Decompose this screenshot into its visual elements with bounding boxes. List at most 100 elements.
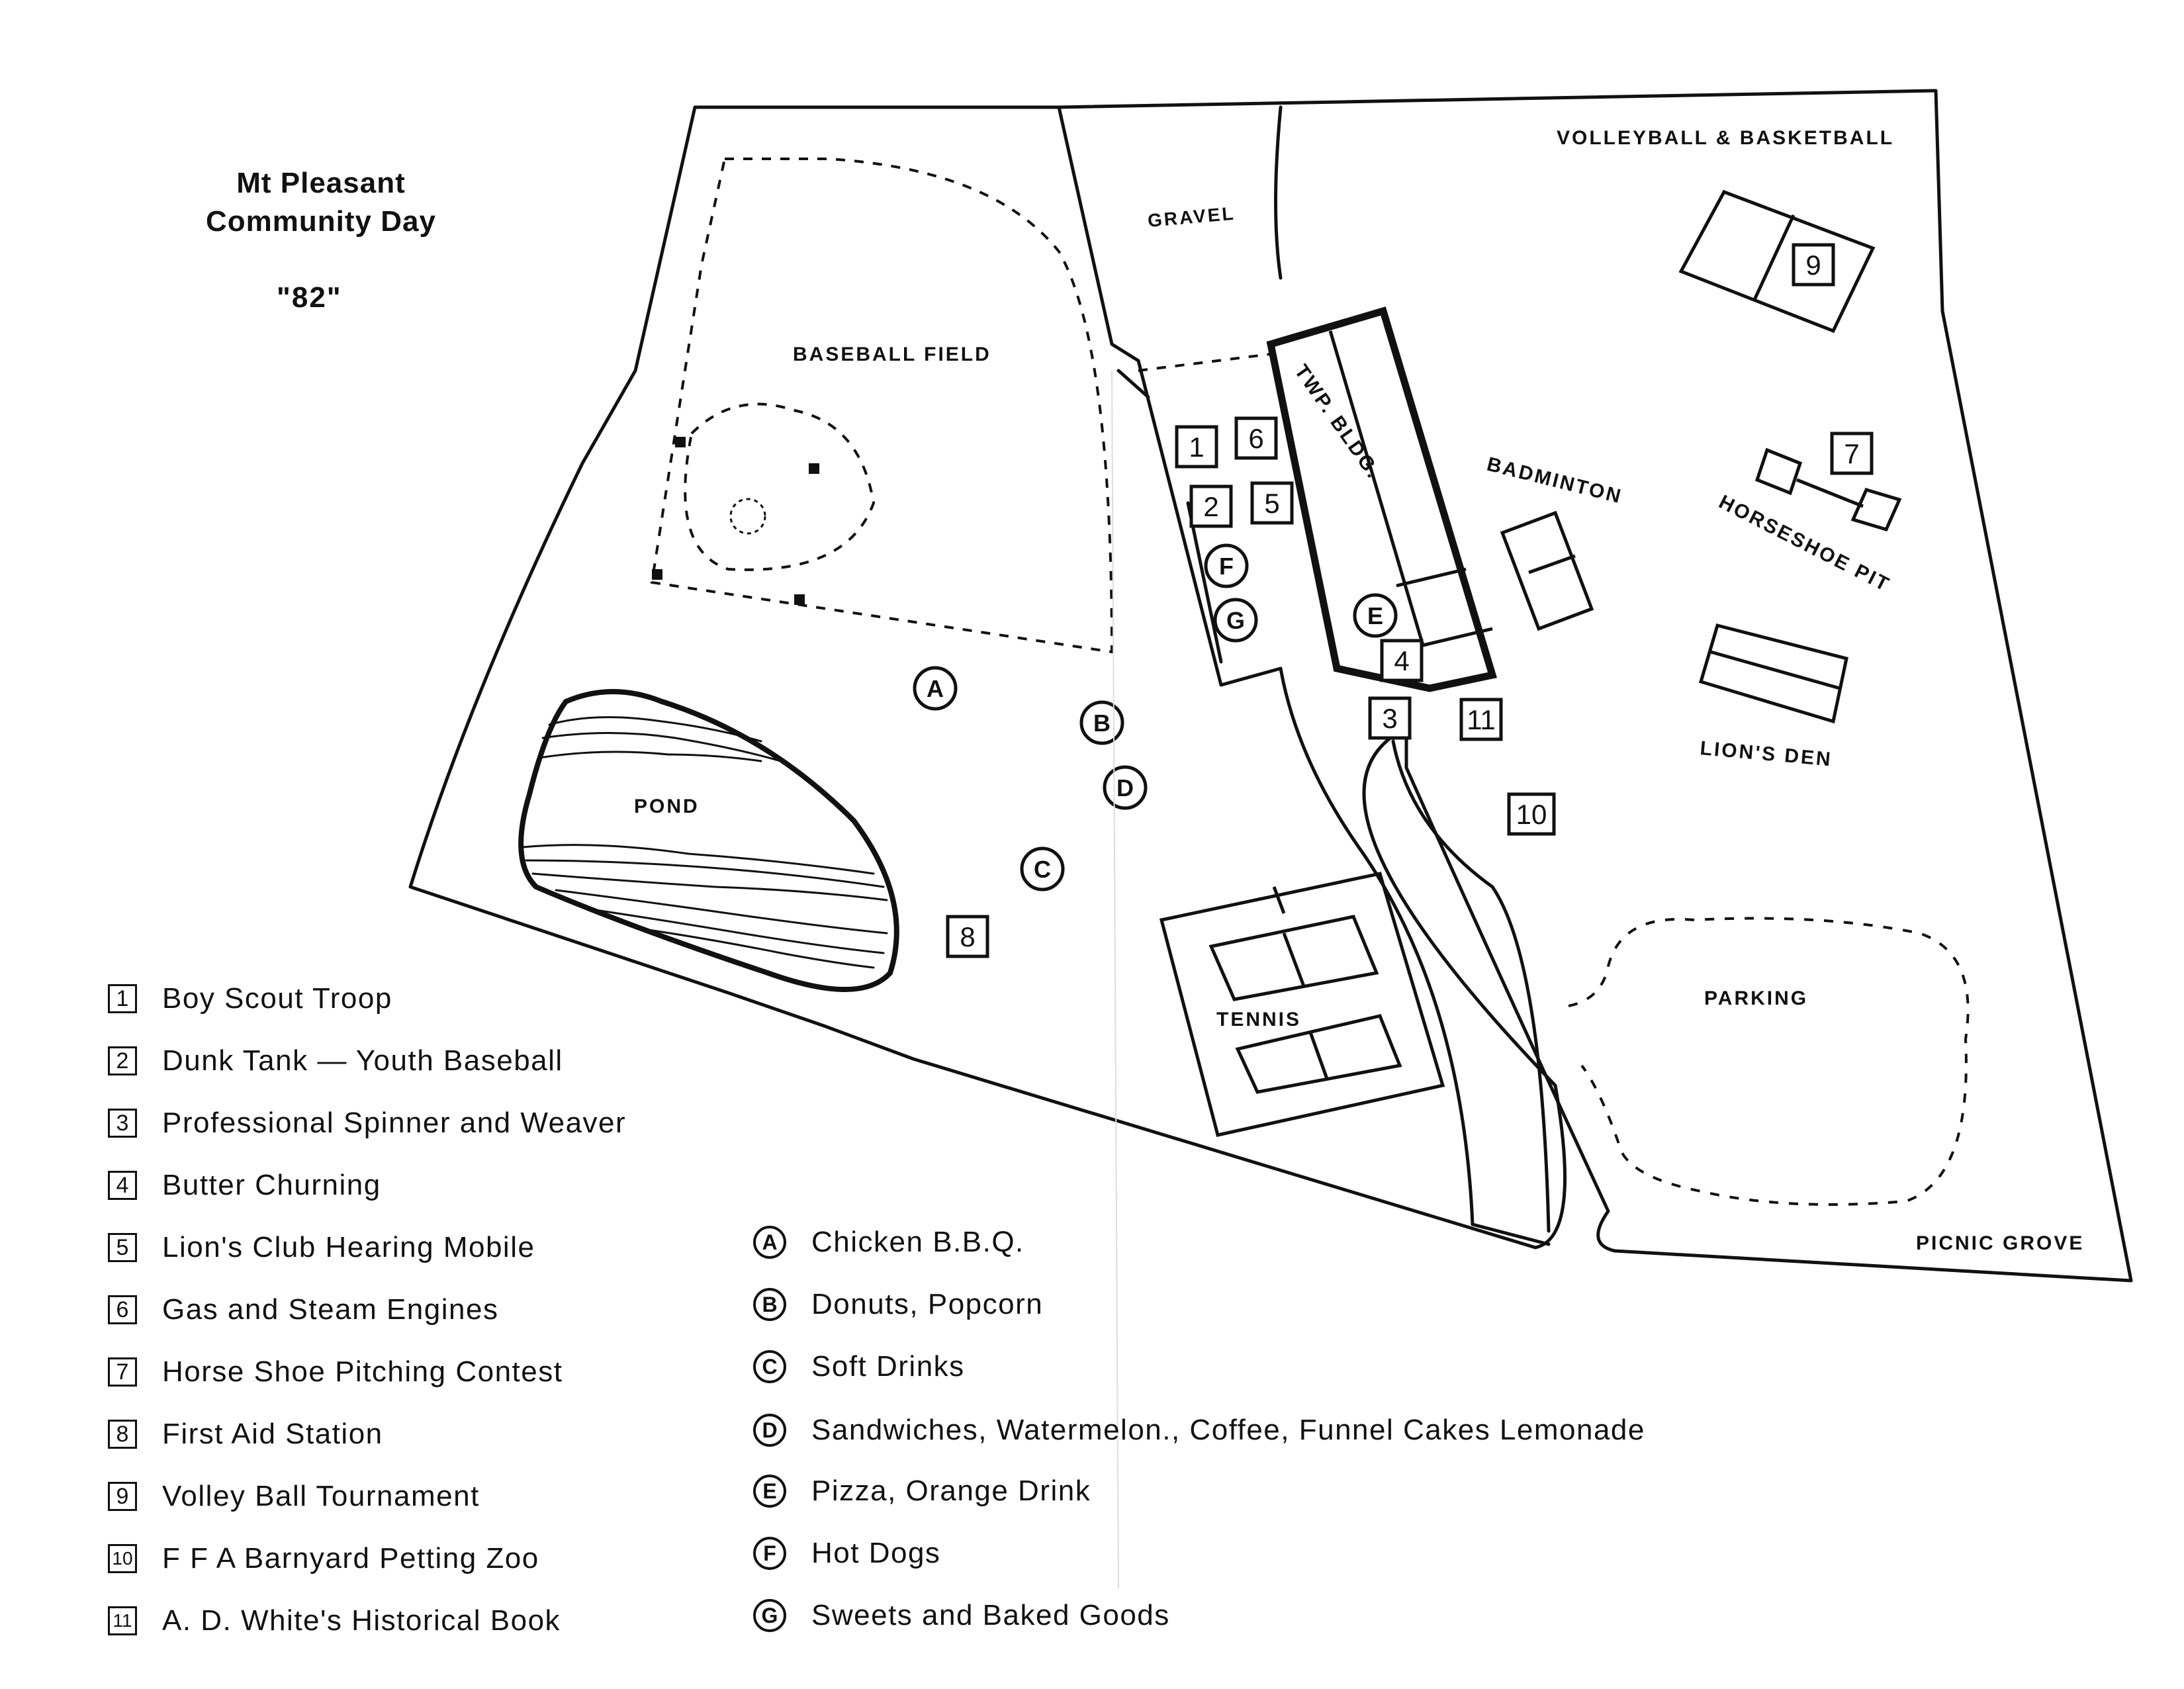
legend-label: Pizza, Orange Drink — [811, 1475, 1091, 1507]
title-line-1: Mt Pleasant — [236, 167, 406, 199]
map-booth-11: 11 — [1467, 704, 1496, 735]
legend-label: Lion's Club Hearing Mobile — [162, 1231, 535, 1263]
map-booth-5: 5 — [1264, 488, 1279, 519]
horseshoe-pit-left — [1754, 447, 1803, 496]
booth-number-box: 6 — [108, 1295, 137, 1324]
map-food-c: C — [1034, 856, 1051, 883]
legend-label: Gas and Steam Engines — [162, 1293, 499, 1326]
map-booth-8: 8 — [960, 921, 975, 952]
pond-outline — [518, 689, 899, 992]
label-pond: POND — [634, 796, 700, 817]
road-left-edge — [1279, 666, 1551, 1246]
booth-number-box: 2 — [108, 1046, 137, 1075]
map-title: Mt Pleasant Community Day — [179, 164, 463, 241]
base-third — [652, 569, 662, 580]
legend-item: C Soft Drinks — [753, 1350, 965, 1383]
infield-dashes — [684, 402, 876, 571]
legend-item: 1 Boy Scout Troop — [108, 982, 392, 1015]
label-badminton: BADMINTON — [1484, 453, 1625, 508]
legend-label: Soft Drinks — [811, 1350, 965, 1383]
base-home — [794, 594, 805, 605]
legend-item: F Hot Dogs — [753, 1537, 940, 1570]
map-food-g: G — [1226, 607, 1245, 634]
map-food-e: E — [1367, 602, 1383, 629]
label-volleyball: VOLLEYBALL & BASKETBALL — [1557, 127, 1894, 149]
booth-number-box: 8 — [108, 1420, 137, 1449]
base-second — [809, 463, 819, 474]
label-twp-bldg: TWP. BLDG. — [1290, 361, 1385, 483]
tennis-courts — [1159, 872, 1445, 1137]
legend-item: 8 First Aid Station — [108, 1418, 383, 1451]
map-booth-1: 1 — [1189, 432, 1204, 463]
food-letter-circle: B — [753, 1288, 786, 1321]
legend-label: Boy Scout Troop — [162, 982, 392, 1015]
map-booth-7: 7 — [1844, 438, 1859, 469]
booth-number-box: 1 — [108, 984, 137, 1013]
label-lions-den: LION'S DEN — [1699, 737, 1833, 770]
map-booth-4: 4 — [1394, 645, 1409, 676]
legend-label: Hot Dogs — [811, 1537, 941, 1569]
field-divider — [1057, 105, 1140, 363]
legend-label: Donuts, Popcorn — [811, 1288, 1044, 1320]
badminton-court — [1500, 510, 1594, 631]
legend-label: Sweets and Baked Goods — [811, 1599, 1170, 1631]
legend-item: 5 Lion's Club Hearing Mobile — [108, 1231, 535, 1264]
gravel-divider — [1274, 105, 1283, 280]
legend-label: Chicken B.B.Q. — [811, 1226, 1024, 1258]
food-letter-circle: C — [753, 1350, 786, 1383]
food-letter-circle: E — [753, 1475, 786, 1508]
map-booth-2: 2 — [1203, 491, 1218, 522]
page-fold-line — [1111, 370, 1119, 1589]
title-line-2: Community Day — [206, 205, 436, 238]
map-booth-3: 3 — [1382, 703, 1397, 734]
booth-number-box: 10 — [108, 1544, 137, 1573]
legend-item: 3 Professional Spinner and Weaver — [108, 1107, 626, 1140]
map-booth-10: 10 — [1516, 799, 1547, 830]
map-booth-9: 9 — [1805, 250, 1821, 281]
gravel-lot-inner — [1186, 501, 1223, 664]
food-letter-circle: F — [753, 1537, 786, 1570]
map-booth-6: 6 — [1248, 423, 1263, 454]
legend-label: Butter Churning — [162, 1169, 381, 1201]
legend-item: 6 Gas and Steam Engines — [108, 1293, 498, 1326]
gravel-lot-top — [1138, 353, 1271, 372]
booth-number-box: 7 — [108, 1357, 137, 1387]
legend-item: 2 Dunk Tank — Youth Baseball — [108, 1044, 563, 1077]
food-letter-circle: A — [753, 1226, 786, 1259]
gravel-lot-edge — [1136, 359, 1283, 687]
legend-item: 9 Volley Ball Tournament — [108, 1480, 480, 1513]
legend-item: 11 A. D. White's Historical Book — [108, 1604, 561, 1637]
booth-number-box: 3 — [108, 1109, 137, 1138]
booth-number-box: 4 — [108, 1171, 137, 1200]
legend-item: 7 Horse Shoe Pitching Contest — [108, 1355, 563, 1389]
label-horseshoe-pit: HORSESHOE PIT — [1715, 491, 1894, 596]
parking-area — [1568, 917, 1970, 1206]
legend-item: B Donuts, Popcorn — [753, 1288, 1043, 1321]
legend-label: A. D. White's Historical Book — [162, 1604, 561, 1637]
map-food-a: A — [927, 675, 944, 702]
volleyball-court — [1678, 189, 1876, 334]
map-food-b: B — [1093, 709, 1111, 737]
booth-number-box: 5 — [108, 1233, 137, 1262]
booth-number-box: 11 — [108, 1606, 137, 1635]
legend-item: 4 Butter Churning — [108, 1169, 381, 1202]
base-first — [675, 437, 686, 447]
label-tennis: TENNIS — [1216, 1009, 1301, 1030]
path-left-edge — [1116, 369, 1150, 399]
horseshoe-pit-right — [1850, 487, 1902, 532]
legend-label: Horse Shoe Pitching Contest — [162, 1355, 563, 1388]
legend-item: A Chicken B.B.Q. — [753, 1226, 1024, 1259]
legend-item: G Sweets and Baked Goods — [753, 1599, 1170, 1632]
map-food-f: F — [1219, 553, 1234, 580]
label-picnic-grove: PICNIC GROVE — [1916, 1232, 2084, 1254]
food-letter-circle: D — [753, 1414, 786, 1447]
label-baseball-field: BASEBALL FIELD — [793, 343, 991, 365]
twp-building — [1266, 306, 1497, 692]
legend-label: Volley Ball Tournament — [162, 1480, 480, 1512]
legend-label: F F A Barnyard Petting Zoo — [162, 1542, 539, 1575]
legend-item: 10 F F A Barnyard Petting Zoo — [108, 1542, 539, 1575]
legend-label: Dunk Tank — Youth Baseball — [162, 1044, 563, 1077]
legend-label: Sandwiches, Watermelon., Coffee, Funnel … — [811, 1414, 1645, 1446]
label-gravel: GRAVEL — [1147, 203, 1236, 231]
